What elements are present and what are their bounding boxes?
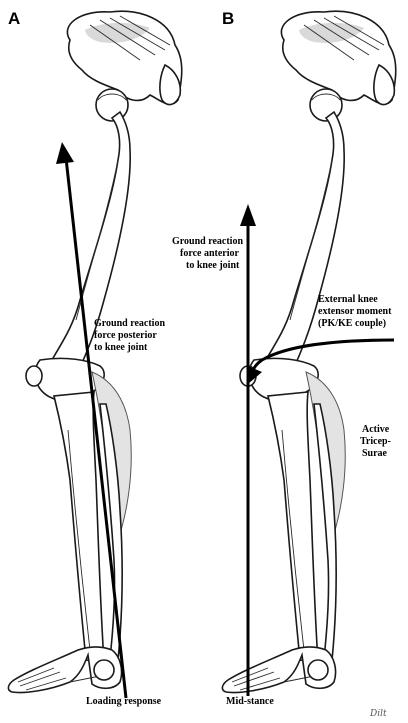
panel-a-force-arrowhead: [56, 142, 74, 164]
panel-a-letter: A: [8, 9, 20, 28]
panel-a: A Ground reaction force posterior to kne…: [7, 9, 183, 707]
panel-b-moment-label: External knee extensor moment (PK/KE cou…: [318, 294, 394, 329]
panel-b: B Ground reaction force anterior to knee…: [172, 9, 397, 719]
panel-b-muscle-label: Active Tricep- Surae: [360, 424, 393, 459]
panel-a-force-label: Ground reaction force posterior to knee …: [94, 318, 168, 353]
artist-signature: Dilt: [369, 709, 387, 719]
panel-a-force-vector: [64, 157, 128, 699]
panel-b-force-arrowhead: [240, 204, 256, 226]
panel-a-phase-label: Loading response: [86, 696, 162, 707]
panel-b-moment-arrowhead: [248, 366, 262, 384]
panel-b-phase-label: Mid-stance: [226, 696, 274, 707]
panel-b-force-label: Ground reaction force anterior to knee j…: [172, 236, 246, 271]
panel-b-moment-arc: [250, 338, 395, 373]
panel-b-letter: B: [222, 9, 234, 28]
